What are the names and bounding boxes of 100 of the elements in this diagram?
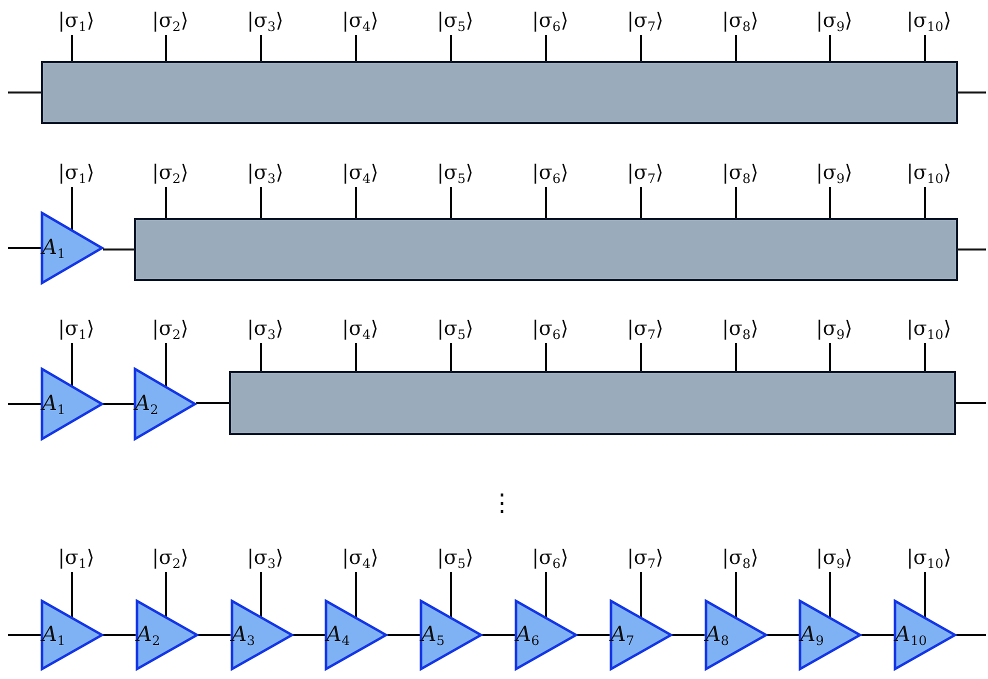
ket-label: |σ$_{8}$⟩ xyxy=(722,158,758,186)
leg-line xyxy=(640,343,642,371)
leg-line xyxy=(545,187,547,218)
leg-line xyxy=(956,634,986,636)
tensor-label: A$_{10}$ xyxy=(895,621,927,647)
ket-label: |σ$_{9}$⟩ xyxy=(816,158,852,186)
tensor-triangle xyxy=(799,600,862,670)
ket-label: |σ$_{8}$⟩ xyxy=(722,314,758,342)
ket-label: |σ$_{1}$⟩ xyxy=(58,314,94,342)
ket-label: |σ$_{2}$⟩ xyxy=(152,158,188,186)
leg-line xyxy=(672,634,705,636)
leg-line xyxy=(198,634,231,636)
leg-line xyxy=(165,343,167,387)
ellipsis-dots: ⋮ xyxy=(490,488,514,518)
ket-label: |σ$_{1}$⟩ xyxy=(58,543,94,571)
leg-line xyxy=(260,343,262,371)
ket-label: |σ$_{2}$⟩ xyxy=(152,314,188,342)
tensor-triangle xyxy=(325,600,388,670)
tensor-label: A$_{2}$ xyxy=(136,621,160,647)
leg-line xyxy=(958,92,986,94)
leg-line xyxy=(71,343,73,386)
tensor-label: A$_{5}$ xyxy=(421,621,445,647)
tensor-triangle xyxy=(894,600,956,670)
leg-line xyxy=(260,572,262,618)
leg-line xyxy=(165,187,167,218)
ket-label: |σ$_{1}$⟩ xyxy=(58,158,94,186)
tensor-triangle xyxy=(230,600,293,670)
ket-label: |σ$_{7}$⟩ xyxy=(627,158,664,186)
ket-label: |σ$_{3}$⟩ xyxy=(247,158,284,186)
tensor-triangle xyxy=(136,600,198,670)
ket-label: |σ$_{9}$⟩ xyxy=(816,314,852,342)
ket-label: |σ$_{3}$⟩ xyxy=(247,6,284,34)
leg-line xyxy=(450,35,452,61)
tensor-triangle xyxy=(41,368,103,440)
leg-line xyxy=(924,187,926,218)
ket-label: |σ$_{6}$⟩ xyxy=(532,314,568,342)
ket-label: |σ$_{7}$⟩ xyxy=(627,314,664,342)
tensor-triangle xyxy=(41,600,103,670)
leg-line xyxy=(292,634,326,636)
tensor-triangle xyxy=(134,368,196,440)
tensor-triangle xyxy=(704,600,767,670)
leg-line xyxy=(450,572,452,618)
ket-label: |σ$_{4}$⟩ xyxy=(342,6,378,34)
leg-line xyxy=(735,187,737,218)
ket-label: |σ$_{5}$⟩ xyxy=(437,6,474,34)
leg-line xyxy=(71,187,73,230)
tensor-triangle xyxy=(41,212,103,284)
tensor-block xyxy=(229,371,956,435)
leg-line xyxy=(956,402,986,404)
tensor-block xyxy=(41,61,958,124)
leg-line xyxy=(640,187,642,218)
leg-line xyxy=(450,343,452,371)
ket-label: |σ$_{5}$⟩ xyxy=(437,543,474,571)
ket-label: |σ$_{10}$⟩ xyxy=(906,6,952,34)
leg-line xyxy=(924,343,926,371)
leg-line xyxy=(103,403,134,405)
leg-line xyxy=(355,187,357,218)
leg-line xyxy=(829,343,831,371)
leg-line xyxy=(355,35,357,61)
leg-line xyxy=(355,572,357,618)
tensor-label: A$_{7}$ xyxy=(610,621,634,647)
tensor-label: A$_{1}$ xyxy=(42,234,66,260)
leg-line xyxy=(8,403,41,405)
leg-line xyxy=(196,402,229,404)
tensor-triangle xyxy=(610,600,672,670)
ket-label: |σ$_{4}$⟩ xyxy=(342,543,378,571)
ket-label: |σ$_{8}$⟩ xyxy=(722,543,758,571)
ket-label: |σ$_{9}$⟩ xyxy=(816,543,852,571)
tensor-label: A$_{1}$ xyxy=(42,621,66,647)
leg-line xyxy=(735,343,737,371)
ket-label: |σ$_{4}$⟩ xyxy=(342,158,378,186)
ket-label: |σ$_{10}$⟩ xyxy=(906,543,952,571)
leg-line xyxy=(71,35,73,61)
ket-label: |σ$_{2}$⟩ xyxy=(152,543,188,571)
leg-line xyxy=(8,634,41,636)
leg-line xyxy=(260,35,262,61)
tensor-block xyxy=(134,218,958,281)
leg-line xyxy=(545,572,547,618)
leg-line xyxy=(577,634,610,636)
ket-label: |σ$_{10}$⟩ xyxy=(906,314,952,342)
leg-line xyxy=(103,634,136,636)
leg-line xyxy=(829,35,831,61)
leg-line xyxy=(545,35,547,61)
ket-label: |σ$_{1}$⟩ xyxy=(58,6,94,34)
tensor-label: A$_{6}$ xyxy=(516,621,540,647)
leg-line xyxy=(545,343,547,371)
leg-line xyxy=(735,572,737,618)
ket-label: |σ$_{3}$⟩ xyxy=(247,543,284,571)
ket-label: |σ$_{7}$⟩ xyxy=(627,543,664,571)
ket-label: |σ$_{6}$⟩ xyxy=(532,158,568,186)
leg-line xyxy=(450,187,452,218)
leg-line xyxy=(482,634,515,636)
leg-line xyxy=(735,35,737,61)
leg-line xyxy=(861,634,894,636)
leg-line xyxy=(165,35,167,61)
leg-line xyxy=(103,248,134,250)
ket-label: |σ$_{6}$⟩ xyxy=(532,6,568,34)
leg-line xyxy=(829,187,831,218)
leg-line xyxy=(640,572,642,618)
leg-line xyxy=(924,35,926,61)
